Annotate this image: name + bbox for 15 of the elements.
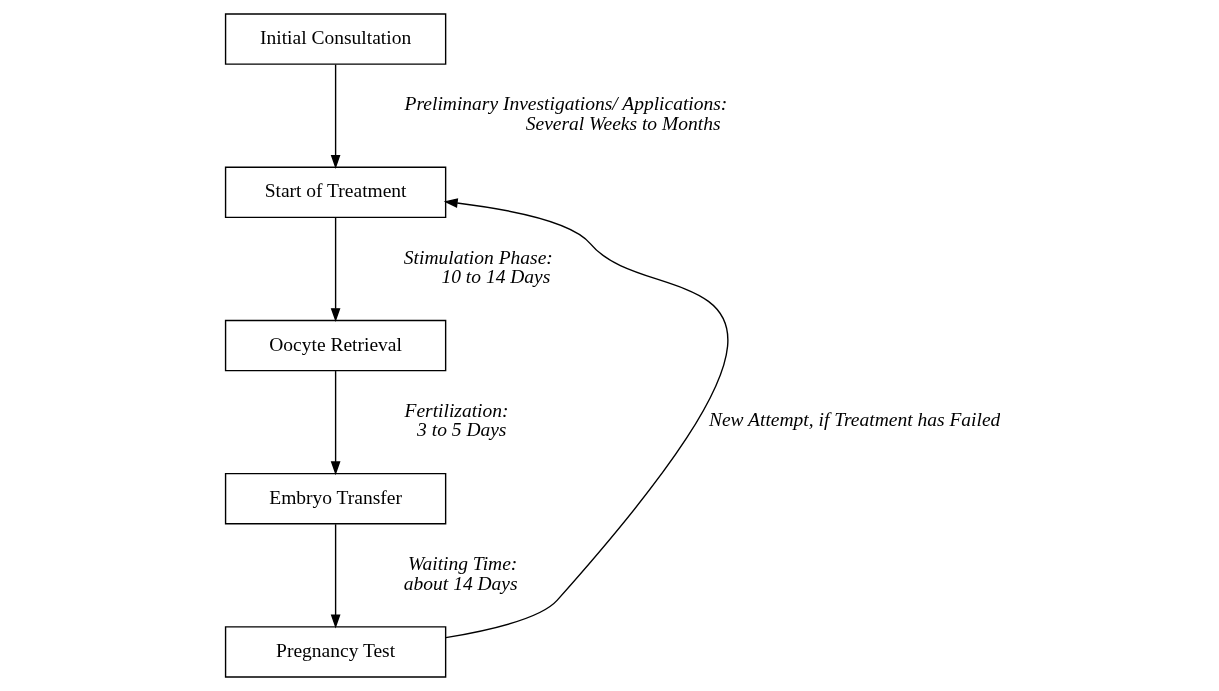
arrow (330, 523, 340, 629)
label: Preliminary Investigations/ Applications: Several Weeks to Months (404, 93, 727, 134)
node-box: Oocyte Retrieval (224, 319, 446, 372)
node-box: Start of Treatment (224, 166, 446, 219)
edge-label: New Attempt, if Treatment has Failed (708, 408, 1000, 430)
node-box: Initial Consultation (224, 13, 446, 65)
arrow (330, 370, 340, 476)
arrow (330, 217, 340, 323)
node-box: Embryo Transfer (224, 472, 446, 525)
arrow (330, 63, 340, 169)
arrow (443, 198, 728, 639)
label: Fertilization: 3 to 5 Days (404, 399, 509, 441)
label: Stimulation Phase: 10 to 14 Days (403, 246, 553, 288)
node-box: Pregnancy Test (224, 626, 446, 678)
label: Waiting Time: about 14 Days (403, 553, 518, 594)
